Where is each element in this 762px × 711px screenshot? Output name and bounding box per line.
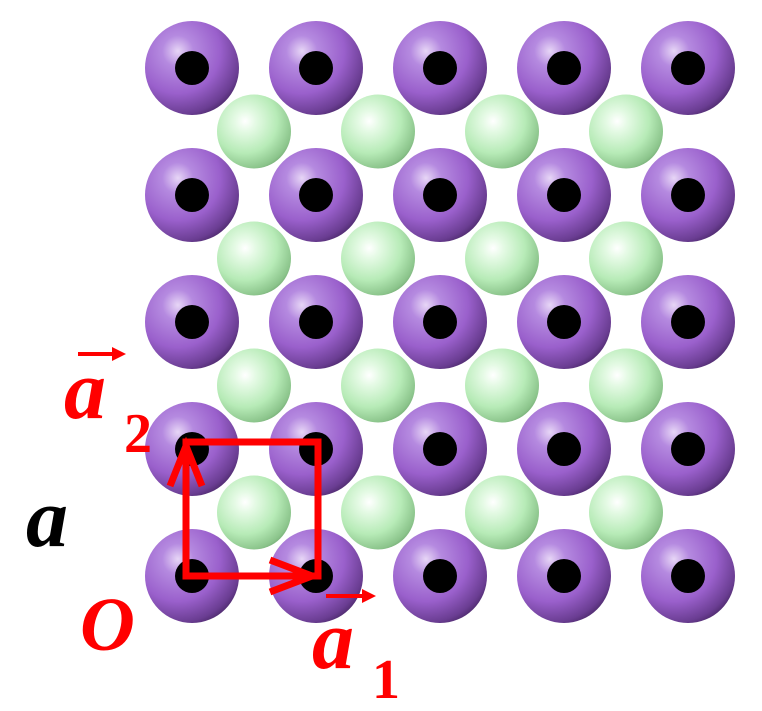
lattice-constant-label: a: [26, 472, 68, 565]
large-atom: [145, 402, 239, 496]
unit-cell: [166, 436, 322, 596]
small-atom: [589, 348, 663, 423]
large-atom: [269, 148, 363, 242]
large-atom: [269, 21, 363, 115]
small-atom: [465, 221, 539, 296]
large-atom: [517, 275, 611, 369]
large-atom-core: [547, 432, 581, 466]
large-atom: [393, 529, 487, 623]
vector-a2-arrowhead: [166, 436, 206, 488]
large-atom-core: [671, 559, 705, 593]
large-atom: [517, 148, 611, 242]
vector-a2-symbol: a: [64, 344, 106, 437]
large-atom: [393, 148, 487, 242]
large-atom: [145, 148, 239, 242]
small-atom: [341, 221, 415, 296]
large-atom-core: [423, 51, 457, 85]
small-atom: [217, 475, 291, 550]
large-atom: [641, 275, 735, 369]
vector-a2-overarrow-head: [112, 347, 126, 361]
small-atom: [589, 221, 663, 296]
large-atom-core: [423, 559, 457, 593]
vector-a1-arrowhead: [268, 556, 322, 596]
small-atom: [341, 348, 415, 423]
small-atom: [465, 348, 539, 423]
large-atom: [393, 21, 487, 115]
large-atom: [145, 275, 239, 369]
large-atom-core: [423, 178, 457, 212]
large-atom: [145, 21, 239, 115]
small-atom: [589, 94, 663, 169]
small-atom: [465, 94, 539, 169]
vector-a1-symbol: a: [312, 594, 354, 687]
large-atom-core: [671, 51, 705, 85]
large-atom: [641, 402, 735, 496]
small-atom: [589, 475, 663, 550]
large-atom-core: [299, 305, 333, 339]
small-atom: [217, 221, 291, 296]
small-atom: [341, 475, 415, 550]
large-atom-layer: [145, 21, 735, 623]
large-atom: [269, 275, 363, 369]
large-atom: [641, 529, 735, 623]
large-atom-core: [175, 305, 209, 339]
large-atom-core: [671, 432, 705, 466]
large-atom-core: [299, 51, 333, 85]
vector-a1-subscript: 1: [372, 649, 400, 711]
small-atom: [341, 94, 415, 169]
large-atom-core: [547, 305, 581, 339]
large-atom: [393, 275, 487, 369]
vector-a2-subscript: 2: [124, 403, 152, 465]
vector-a2-label: a 2: [64, 344, 152, 465]
large-atom-core: [423, 305, 457, 339]
small-atom-layer: [217, 94, 663, 550]
vector-a1-overarrow-head: [362, 589, 376, 603]
large-atom-core: [671, 305, 705, 339]
small-atom: [465, 475, 539, 550]
large-atom-core: [547, 559, 581, 593]
origin-label: O: [80, 583, 135, 667]
large-atom-core: [175, 178, 209, 212]
small-atom: [217, 94, 291, 169]
large-atom-core: [547, 178, 581, 212]
vector-a1-label: a 1: [312, 589, 400, 711]
large-atom: [517, 402, 611, 496]
large-atom: [517, 21, 611, 115]
large-atom-core: [671, 178, 705, 212]
large-atom: [641, 148, 735, 242]
large-atom: [393, 402, 487, 496]
large-atom-core: [423, 432, 457, 466]
large-atom-core: [547, 51, 581, 85]
large-atom: [641, 21, 735, 115]
large-atom-core: [299, 178, 333, 212]
large-atom-core: [175, 51, 209, 85]
small-atom: [217, 348, 291, 423]
large-atom: [517, 529, 611, 623]
